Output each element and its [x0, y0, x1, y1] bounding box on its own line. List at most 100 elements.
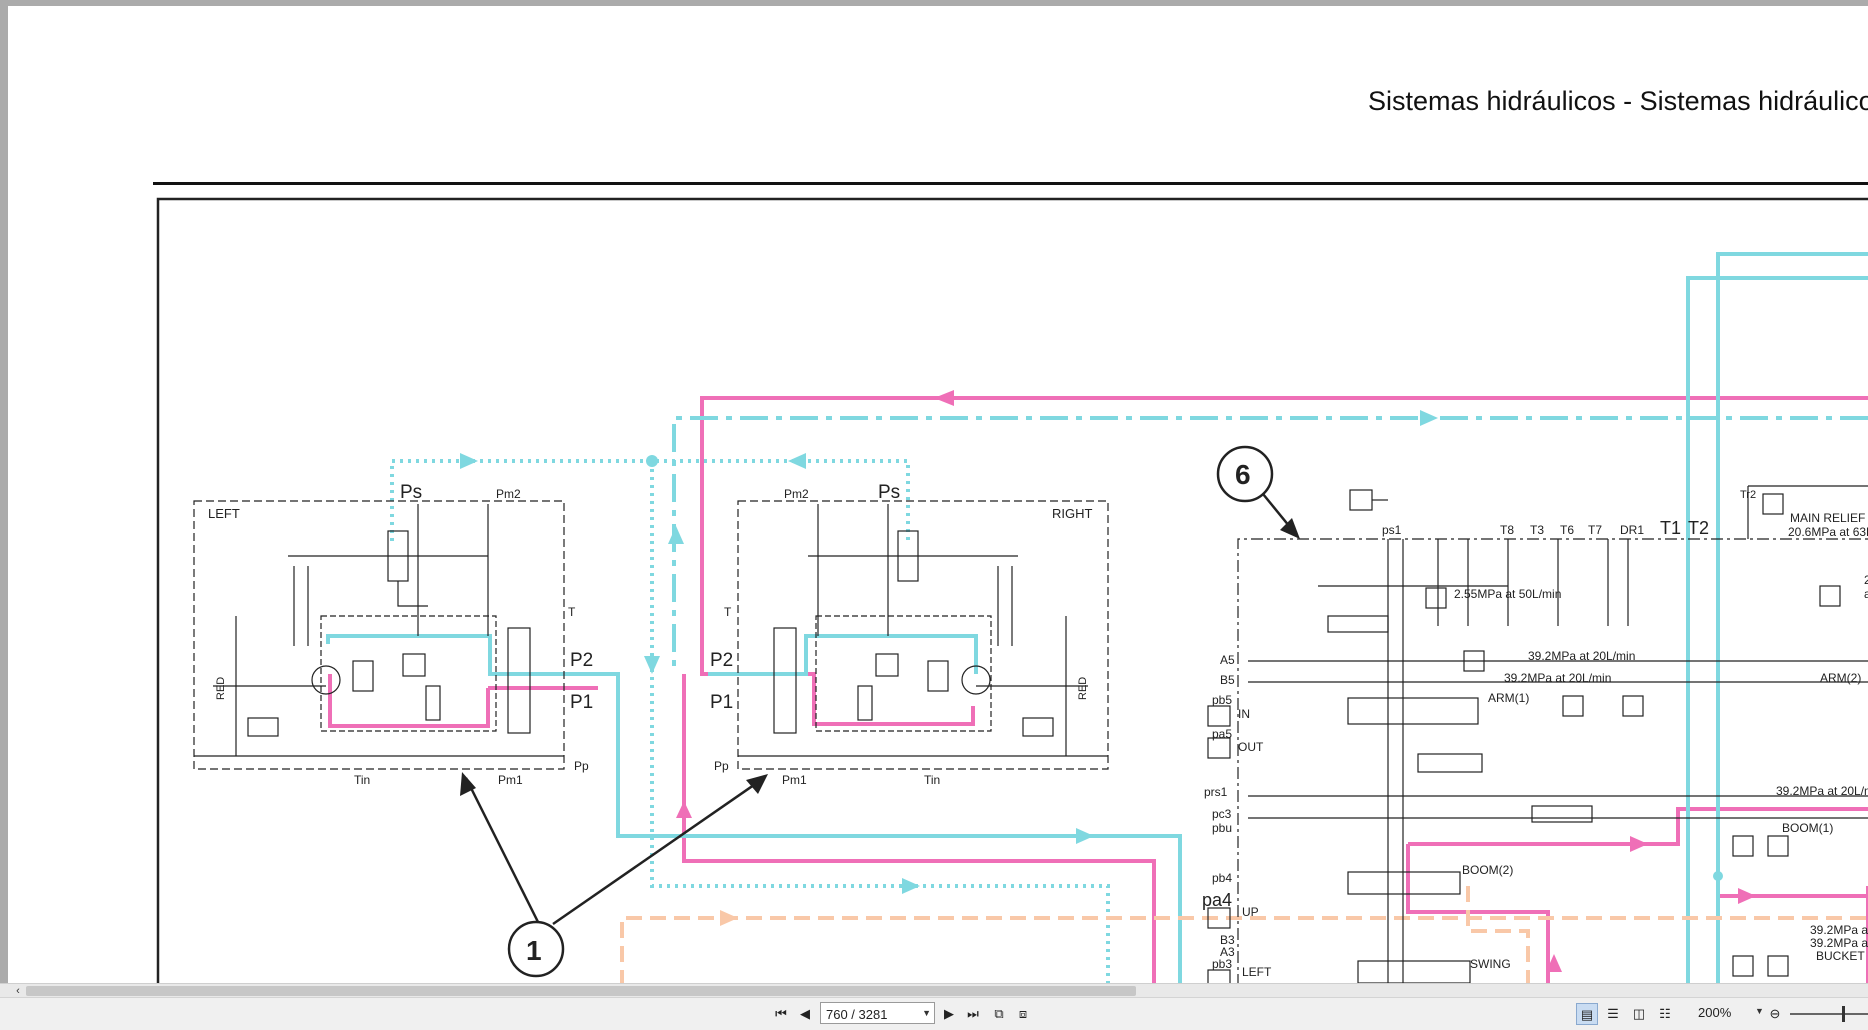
port-label: IN — [1238, 707, 1250, 721]
ps-port-label: Ps — [400, 482, 422, 503]
next-page-icon[interactable]: ▶ — [944, 1006, 954, 1021]
p2-port-label: P2 — [570, 650, 593, 671]
relief-valve — [1732, 835, 1754, 857]
relief-valve — [1562, 695, 1584, 717]
page-number-box[interactable]: ▼ — [820, 1002, 935, 1024]
flow-arrow — [1420, 410, 1438, 426]
port-label: pbu — [1212, 821, 1232, 835]
cooler-symbol — [1349, 489, 1373, 511]
flow-arrow — [1738, 888, 1756, 904]
spool-valve — [1327, 615, 1389, 633]
relief-rating: 39.2MPa at 20L/min — [1504, 671, 1611, 685]
callout-number: 1 — [526, 935, 542, 966]
relief-rating: 39.2MPa at 20L/min — [1810, 936, 1868, 950]
relief-valve — [1762, 493, 1784, 515]
zoom-slider-track[interactable] — [1790, 1013, 1868, 1015]
continuous-view-icon[interactable]: ☰ — [1607, 1006, 1619, 1021]
port-symbol — [1207, 907, 1231, 929]
relief-valve — [1819, 585, 1841, 607]
port-label: UP — [1242, 905, 1259, 919]
port-label: A3 — [1220, 945, 1235, 959]
relief-rating: 39.2MPa at 20L/min — [1776, 784, 1868, 798]
junction-dot — [646, 455, 658, 467]
red-label: RED — [215, 677, 227, 700]
header-rule — [153, 182, 1868, 185]
port-label: pb3 — [1212, 957, 1232, 971]
flow-arrow — [720, 910, 738, 926]
hydraulic-schematic: LEFT Ps Pm2 T P2 P1 Tin Pm1 Pp RED — [156, 197, 1868, 986]
pm2-port-label: Pm2 — [496, 487, 521, 501]
right-panel-labels: RIGHT Ps Pm2 T P2 P1 Tin Pm1 Pp RED — [710, 482, 1093, 787]
relief-rating: 2.55MPa at 50L/min — [1454, 587, 1561, 601]
flow-arrow — [676, 801, 692, 818]
port-label: A5 — [1220, 653, 1235, 667]
red-label: RED — [1077, 677, 1089, 700]
control-valve-block — [1207, 485, 1868, 986]
port-label: pc3 — [1212, 807, 1232, 821]
pm1-port-label: Pm1 — [782, 773, 807, 787]
port-label: prs1 — [1204, 785, 1228, 799]
callout-1 — [464, 776, 765, 978]
port-label: pa4 — [1202, 890, 1232, 910]
relief-rating: 39.2MPa at 20L/min — [1810, 923, 1868, 937]
section-label: SWING — [1470, 957, 1511, 971]
zoom-dropdown-icon[interactable]: ▼ — [1755, 1006, 1764, 1016]
relief-valve — [1732, 955, 1754, 977]
spool-valve — [1347, 697, 1479, 725]
fit-width-icon[interactable]: ⧈ — [1018, 1006, 1028, 1021]
panel-side-label: LEFT — [208, 506, 240, 521]
zoom-slider-thumb[interactable] — [1842, 1006, 1845, 1022]
flow-arrow — [1546, 954, 1562, 972]
pilot-lines-cyan — [326, 252, 1868, 986]
port-label: pb5 — [1212, 693, 1232, 707]
tin-port-label: Tin — [354, 773, 370, 787]
pp-port-label: Pp — [714, 759, 729, 773]
last-page-icon[interactable]: ⏭ — [967, 1006, 979, 1021]
viewer-toolbar: ⏮ ◀ ▼ ▶ ⏭ ⧉ ⧈ ▤ ☰ ◫ ☷ 200% ▼ ⊖ — [0, 997, 1868, 1030]
relief-rating: at — [1864, 587, 1868, 601]
relief-valve — [1622, 695, 1644, 717]
port-label: B3 — [1220, 933, 1235, 947]
flow-arrow — [460, 453, 478, 469]
ps-port-label: Ps — [878, 482, 900, 503]
port-label: T8 — [1500, 523, 1514, 537]
spool-valve — [1347, 871, 1461, 895]
pilot-lines-cyan-dotted — [390, 459, 1110, 986]
document-page: Sistemas hidráulicos - Sistemas hidráuli… — [8, 6, 1868, 986]
diagram-frame — [156, 197, 1868, 986]
scrollbar-thumb[interactable] — [26, 986, 1136, 996]
panel-side-label: RIGHT — [1052, 506, 1093, 521]
pink-arrows — [676, 390, 1756, 972]
previous-page-icon[interactable]: ◀ — [800, 1006, 810, 1021]
p1-port-label: P1 — [710, 692, 733, 713]
horizontal-scrollbar[interactable]: ‹ — [0, 983, 1868, 998]
pp-port-label: Pp — [574, 759, 589, 773]
port-label: ps1 — [1382, 523, 1402, 537]
pressure-lines-pink — [328, 396, 1868, 986]
two-page-continuous-icon[interactable]: ☷ — [1659, 1006, 1671, 1021]
port-label: pa5 — [1212, 727, 1232, 741]
fit-page-icon[interactable]: ⧉ — [994, 1006, 1004, 1021]
section-label: BOOM(1) — [1782, 821, 1833, 835]
page-number-input[interactable] — [824, 1004, 920, 1024]
spool-valve — [1417, 753, 1483, 773]
left-panel-labels: LEFT Ps Pm2 T P2 P1 Tin Pm1 Pp RED — [208, 482, 593, 787]
page-dropdown-icon[interactable]: ▼ — [922, 1008, 931, 1018]
right-pump-assembly — [737, 500, 1109, 770]
t-port-label: T — [568, 605, 576, 619]
pm2-port-label: Pm2 — [784, 487, 809, 501]
port-symbol — [1207, 737, 1231, 759]
relief-rating: 39.2MPa at 20L/min — [1528, 649, 1635, 663]
scroll-left-icon[interactable]: ‹ — [16, 985, 20, 997]
zoom-level[interactable]: 200% — [1698, 1005, 1732, 1020]
section-label: BOOM(2) — [1462, 863, 1513, 877]
p2-port-label: P2 — [710, 650, 733, 671]
single-page-view-icon[interactable]: ▤ — [1576, 1003, 1598, 1025]
pm1-port-label: Pm1 — [498, 773, 523, 787]
first-page-icon[interactable]: ⏮ — [775, 1006, 787, 1021]
flow-arrow — [644, 656, 660, 674]
two-page-view-icon[interactable]: ◫ — [1632, 1006, 1646, 1021]
port-symbol — [1207, 969, 1231, 986]
zoom-out-icon[interactable]: ⊖ — [1769, 1006, 1781, 1021]
